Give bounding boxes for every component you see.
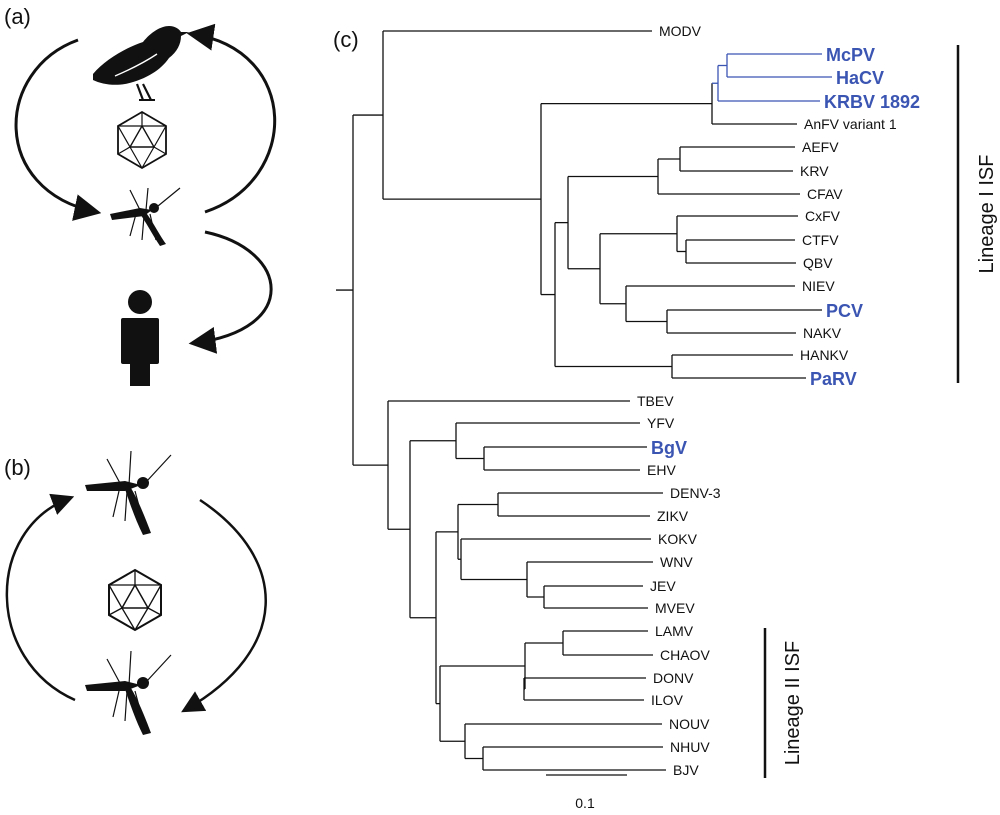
mosquito-to-bird-arrow [186, 23, 277, 214]
panel-label-a: (a) [4, 4, 31, 29]
lineage-ii-label: Lineage II ISF [782, 641, 804, 766]
leaf-label-bgv: BgV [651, 438, 687, 458]
leaf-label-ctfv: CTFV [802, 232, 839, 248]
panel-label-b: (b) [4, 455, 31, 480]
leaf-label-nakv: NAKV [803, 325, 842, 341]
leaf-label-anfv: AnFV variant 1 [804, 116, 897, 132]
leaf-label-ehv: EHV [647, 462, 676, 478]
leaf-label-bjv: BJV [673, 762, 699, 778]
leaf-label-krbv: KRBV 1892 [824, 92, 920, 112]
leaf-label-parv: PaRV [810, 369, 857, 389]
panel-label-c: (c) [333, 27, 359, 52]
leaf-label-krv: KRV [800, 163, 829, 179]
mosquito-to-human-arrow [188, 230, 273, 354]
mosquito-icon [110, 187, 181, 246]
leaf-label-tbev: TBEV [637, 393, 674, 409]
leaf-label-cfav: CFAV [807, 186, 843, 202]
leaf-label-nouv: NOUV [669, 716, 710, 732]
leaf-label-mvev: MVEV [655, 600, 695, 616]
leaf-label-modv: MODV [659, 23, 702, 39]
leaf-label-donv: DONV [653, 670, 694, 686]
leaf-label-aefv: AEFV [802, 139, 839, 155]
lineage-i-label: Lineage I ISF [976, 155, 998, 274]
human-icon [121, 290, 159, 386]
virus-particle-icon [108, 568, 162, 632]
leaf-label-lamv: LAMV [655, 623, 694, 639]
leaf-label-niev: NIEV [802, 278, 835, 294]
leaf-label-kokv: KOKV [658, 531, 698, 547]
leaf-label-nhuv: NHUV [670, 739, 710, 755]
vertical-transmission-arrow-left [5, 493, 76, 702]
scale-bar-label: 0.1 [575, 795, 595, 811]
mosquito-icon [85, 450, 172, 535]
leaf-label-yfv: YFV [647, 415, 675, 431]
bird-to-mosquito-arrow [14, 38, 102, 221]
leaf-label-mcpv: McPV [826, 45, 875, 65]
leaf-label-wnv: WNV [660, 554, 693, 570]
leaf-label-hankv: HANKV [800, 347, 849, 363]
leaf-label-jev: JEV [650, 578, 676, 594]
leaf-label-pcv: PCV [826, 301, 863, 321]
leaf-label-ilov: ILOV [651, 692, 684, 708]
leaf-label-chaov: CHAOV [660, 647, 710, 663]
bird-icon [93, 26, 189, 101]
mosquito-icon [85, 650, 172, 735]
leaf-label-qbv: QBV [803, 255, 833, 271]
leaf-label-cxfv: CxFV [805, 208, 841, 224]
vertical-transmission-arrow-right [181, 498, 267, 713]
leaf-label-hacv: HaCV [836, 68, 884, 88]
phylogenetic-tree [336, 30, 832, 771]
leaf-label-denv3: DENV-3 [670, 485, 721, 501]
virus-particle-icon [117, 110, 167, 170]
leaf-label-zikv: ZIKV [657, 508, 689, 524]
